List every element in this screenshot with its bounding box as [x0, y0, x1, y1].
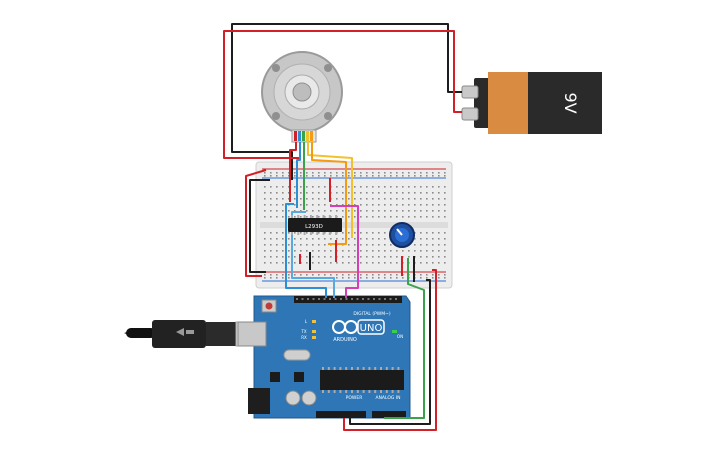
arduino-model-label: UNO	[360, 323, 383, 334]
led-label-rx: RX	[301, 335, 307, 340]
atmega-chip	[320, 370, 404, 390]
wire-motor-orange	[311, 142, 347, 245]
wire-motor-red	[289, 142, 297, 202]
led-label-l: L	[305, 319, 308, 324]
reset-button[interactable]	[265, 302, 273, 310]
wire-black-battery	[231, 23, 462, 180]
l293d-driver[interactable]: L293D	[288, 215, 342, 235]
wire-black-left	[249, 179, 270, 273]
stepper-motor[interactable]	[261, 51, 343, 143]
driver-ic-label: L293D	[305, 224, 323, 230]
on-led-label: ON	[397, 334, 403, 339]
9v-battery[interactable]: 9V	[461, 72, 602, 134]
wire-lightblue-signal	[291, 211, 335, 298]
wire-red-battery	[223, 30, 462, 159]
wire-red-power	[343, 269, 437, 431]
battery-voltage-label: 9V	[561, 92, 580, 113]
digital-header-label: DIGITAL (PWM~)	[353, 311, 391, 317]
wire-green-pot	[384, 258, 425, 419]
digital-pin-header	[296, 298, 397, 300]
wire-motor-blue	[296, 142, 301, 208]
analog-header-label: ANALOG IN	[375, 395, 400, 401]
wire-red-left	[245, 169, 267, 277]
potentiometer[interactable]	[389, 222, 415, 248]
wire-black-ground	[349, 279, 431, 425]
wire-magenta-signal	[330, 205, 359, 298]
arduino-brand-label: ARDUINO	[333, 337, 357, 343]
wire-motor-yellow	[307, 142, 353, 238]
wires	[223, 23, 462, 431]
wire-blue-signal	[285, 203, 327, 298]
power-header-label: POWER	[346, 395, 363, 401]
led-label-tx: TX	[300, 329, 306, 334]
arduino-uno[interactable]: DIGITAL (PWM~) UNO ARDUINO L TX RX ON PO…	[237, 295, 411, 419]
arduino-logo	[332, 319, 385, 335]
